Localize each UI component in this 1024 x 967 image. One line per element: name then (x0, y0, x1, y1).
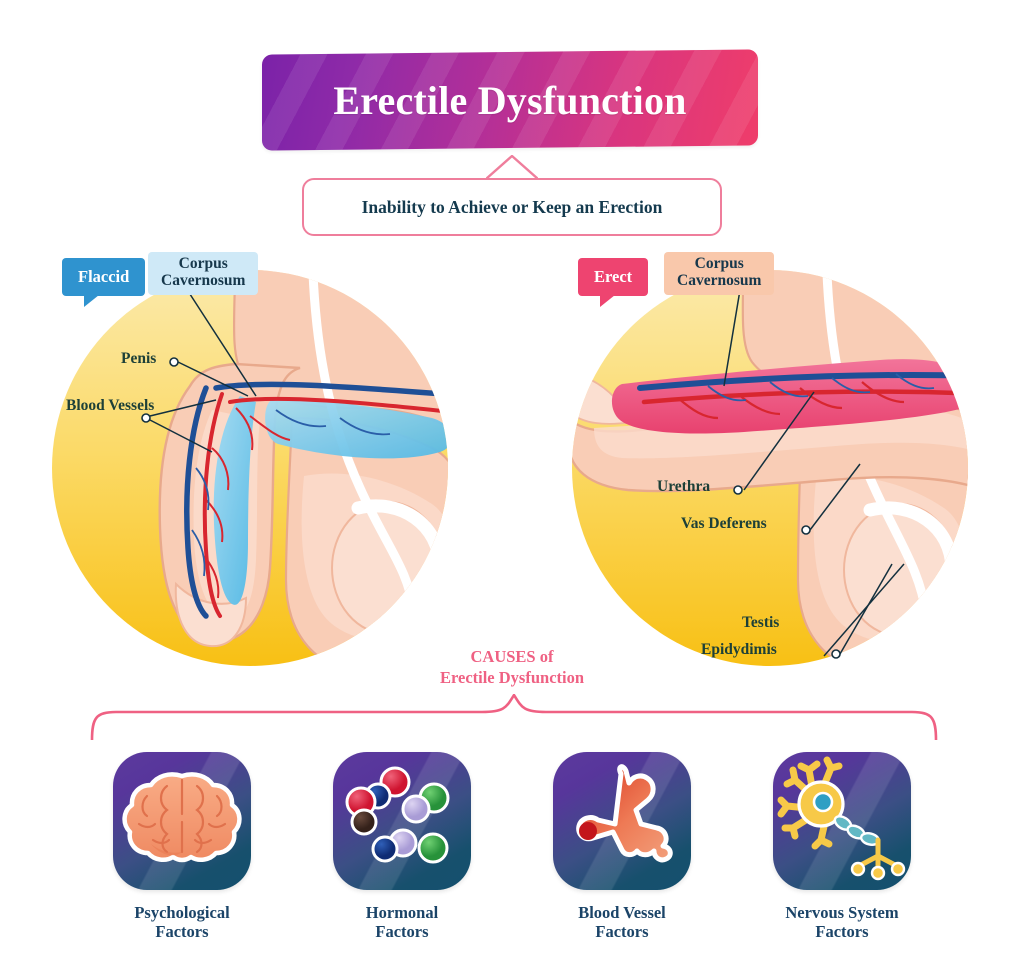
callout-notch-icon (486, 155, 538, 180)
cause-label: Psychological Factors (134, 903, 229, 942)
corpus-label-line2: Cavernosum (161, 271, 246, 289)
causes-brace (90, 694, 938, 740)
label-epidydimis: Epidydimis (701, 641, 777, 658)
leader-lines (723, 277, 905, 657)
badge-flaccid: Flaccid (62, 258, 146, 307)
page-title: Erectile Dysfunction (333, 77, 687, 123)
cause-label: Blood Vessel Factors (578, 903, 666, 942)
corpus-label-line2: Cavernosum (677, 271, 762, 289)
subtitle-text: Inability to Achieve or Keep an Erection (361, 196, 663, 217)
badge-tail-icon (84, 295, 99, 307)
flaccid-anatomy-diagram (52, 270, 448, 666)
cause-icon-tile (773, 752, 911, 890)
label-penis: Penis (121, 350, 157, 367)
cause-label-line1: Blood Vessel (578, 903, 666, 922)
cause-label-line1: Psychological (134, 903, 230, 922)
erect-anatomy-diagram (572, 270, 968, 666)
cause-card-psychological[interactable]: Psychological Factors (111, 752, 253, 942)
cause-label-line2: Factors (815, 922, 869, 942)
causes-heading-line2: Erectile Dysfunction (439, 668, 585, 688)
subtitle-callout: Inability to Achieve or Keep an Erection (302, 155, 722, 236)
badge-erect-label: Erect (594, 267, 633, 286)
causes-heading-line1: CAUSES of (470, 647, 554, 666)
brain-icon (122, 772, 242, 863)
corpus-label-line1: Corpus (694, 255, 744, 272)
subtitle-box (302, 178, 722, 236)
corpus-label-line1: Corpus (178, 255, 228, 272)
cause-card-hormonal[interactable]: Hormonal Factors (331, 752, 473, 942)
leader-lines (149, 287, 257, 453)
cause-label-line2: Factors (375, 922, 429, 942)
cause-label-line1: Nervous System (785, 903, 899, 922)
blood-vessel-icon (576, 764, 673, 863)
cause-card-nervous-system[interactable]: Nervous System Factors (771, 752, 913, 942)
cause-icon-tile (553, 752, 691, 890)
badge-flaccid-label: Flaccid (78, 267, 130, 286)
label-testis: Testis (742, 614, 780, 631)
badge-erect: Erect (578, 258, 649, 307)
causes-row: Psychological Factors (0, 752, 1024, 942)
title-banner: Erectile Dysfunction (262, 49, 758, 151)
cause-label-line1: Hormonal (365, 903, 439, 922)
cause-label: Hormonal Factors (366, 903, 438, 942)
label-urethra: Urethra (657, 478, 711, 495)
neuron-icon (777, 756, 906, 881)
badge-tail-icon (600, 295, 615, 307)
label-blood-vessels: Blood Vessels (66, 397, 155, 414)
cause-icon-tile (113, 752, 251, 890)
cause-label-line2: Factors (595, 922, 649, 942)
badge-corpus-cavernosum-right: Corpus Cavernosum (664, 252, 775, 296)
cause-label: Nervous System Factors (785, 903, 898, 942)
label-vas-deferens: Vas Deferens (681, 515, 767, 532)
badge-corpus-cavernosum-left: Corpus Cavernosum (148, 252, 259, 296)
cause-card-blood-vessel[interactable]: Blood Vessel Factors (551, 752, 693, 942)
cause-icon-tile (333, 752, 471, 890)
hormone-molecules-icon (345, 766, 450, 864)
causes-heading: CAUSES of Erectile Dysfunction (0, 646, 1024, 688)
cause-label-line2: Factors (155, 922, 209, 942)
